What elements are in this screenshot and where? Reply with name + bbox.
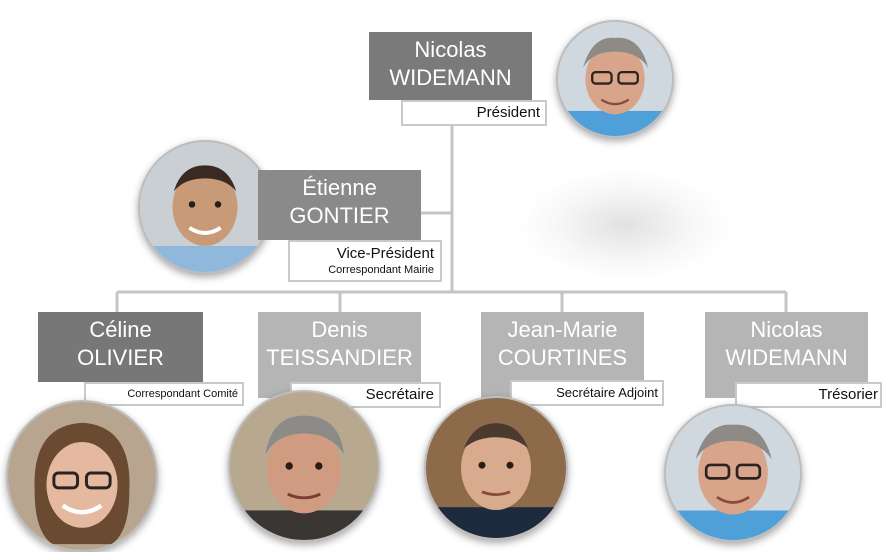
member-first-name: Nicolas	[750, 317, 823, 342]
member-photo-3	[424, 396, 568, 540]
vice-president-last-name: GONTIER	[289, 203, 390, 228]
member-role: Secrétaire	[365, 386, 434, 403]
president-role: Président	[476, 104, 540, 121]
president-name-box: Nicolas WIDEMANN	[369, 32, 532, 100]
member-name-box-1: Céline OLIVIER	[38, 312, 203, 382]
vice-president-first-name: Étienne	[302, 175, 377, 200]
vice-president-role: Vice-Président	[336, 245, 434, 262]
portrait-icon	[666, 406, 800, 540]
member-last-name: COURTINES	[497, 345, 628, 370]
president-first-name: Nicolas	[414, 37, 487, 62]
vice-president-role-box: Vice-Président Correspondant Mairie	[288, 240, 442, 282]
president-photo	[556, 20, 674, 138]
member-photo-1	[6, 400, 158, 552]
vice-president-photo	[138, 140, 272, 274]
member-photo-2	[228, 390, 380, 542]
member-role: Correspondant Comité	[127, 388, 238, 400]
member-last-name: OLIVIER	[77, 345, 164, 370]
vice-president-role-secondary: Correspondant Mairie	[328, 264, 434, 276]
org-chart: Nicolas WIDEMANN Président Étienne GON	[6, 20, 882, 552]
portrait-icon	[426, 398, 566, 538]
member-first-name: Jean-Marie	[507, 317, 618, 342]
member-role-box-3: Secrétaire Adjoint	[510, 380, 664, 406]
portrait-icon	[558, 22, 672, 136]
member-last-name: WIDEMANN	[725, 345, 848, 370]
president-last-name: WIDEMANN	[389, 65, 512, 90]
org-connectors	[115, 124, 788, 312]
portrait-icon	[230, 392, 378, 540]
member-first-name: Céline	[89, 317, 152, 342]
member-role-box-1: Correspondant Comité	[84, 382, 244, 406]
member-last-name: TEISSANDIER	[266, 345, 413, 370]
portrait-icon	[8, 402, 156, 550]
member-role: Secrétaire Adjoint	[556, 385, 658, 400]
member-role-box-4: Trésorier	[735, 382, 882, 408]
background-glow	[520, 170, 730, 280]
vice-president-name-box: Étienne GONTIER	[258, 170, 421, 240]
member-role: Trésorier	[818, 386, 878, 403]
member-photo-4	[664, 404, 802, 542]
president-role-box: Président	[401, 100, 547, 126]
portrait-icon	[140, 142, 270, 272]
member-first-name: Denis	[311, 317, 368, 342]
